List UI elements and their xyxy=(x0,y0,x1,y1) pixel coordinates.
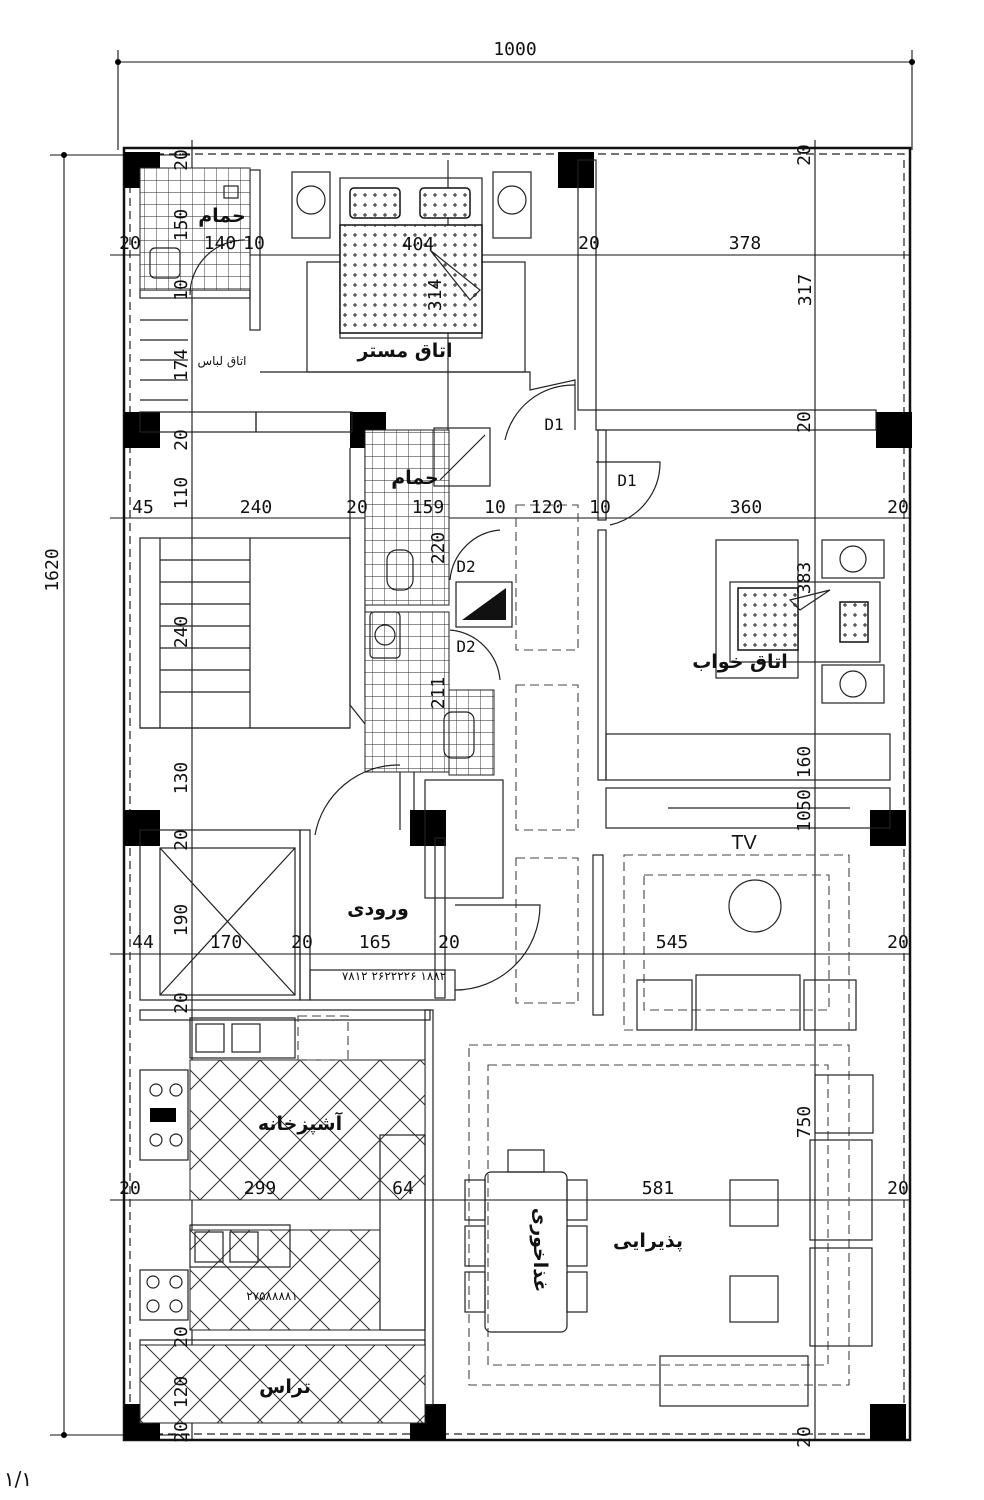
doors xyxy=(189,239,661,991)
door-label-d1-b: D1 xyxy=(617,471,636,490)
overall-width-label: 1000 xyxy=(493,39,536,60)
dim-20-b: 20 xyxy=(578,233,600,254)
dim-120-v: 120 xyxy=(171,1376,192,1409)
dim-10-b: 10 xyxy=(484,497,506,518)
living-furniture xyxy=(464,854,874,1407)
dim-20-j: 20 xyxy=(119,1178,141,1199)
room-labels: حمام اتاق لباس اتاق مستر حمام اتاق خواب … xyxy=(197,205,787,1398)
master-furniture xyxy=(291,171,532,373)
room-label-kitchen: آشپزخانه xyxy=(258,1111,343,1135)
kitchen-fixtures xyxy=(139,1015,426,1331)
dim-240: 240 xyxy=(240,497,273,518)
dim-240-v: 240 xyxy=(171,616,192,649)
room-label-entrance: ورودی xyxy=(347,898,409,920)
bath-fixtures xyxy=(149,185,513,759)
dim-581: 581 xyxy=(642,1178,675,1199)
dim-159: 159 xyxy=(412,497,445,518)
dim-20-h: 20 xyxy=(887,932,909,953)
room-label-dining: غذاخوری xyxy=(529,1208,551,1292)
door-label-d2-b: D2 xyxy=(456,637,475,656)
dim-314: 314 xyxy=(425,279,446,312)
dim-404: 404 xyxy=(402,234,435,255)
dim-383: 383 xyxy=(794,562,815,595)
dim-50: 50 xyxy=(794,789,815,811)
overall-height-label: 1620 xyxy=(42,548,63,591)
dim-140: 140 xyxy=(204,233,237,254)
misc-labels: TV D1 D1 D2 D2 ۷۸۱۲ ۲۶۲۲۲۲۶ ۱۸۸۲ ۲۷۵۸۸۸۸… xyxy=(4,415,758,1491)
bedroom-furniture xyxy=(715,539,885,704)
dim-160: 160 xyxy=(794,746,815,779)
staircase xyxy=(140,319,251,728)
dim-110: 110 xyxy=(171,477,192,510)
dim-20-o: 20 xyxy=(794,144,815,166)
dim-20-n: 20 xyxy=(171,149,192,171)
room-label-living: پذیرایی xyxy=(613,1230,683,1252)
dim-10-d: 10 xyxy=(794,810,815,832)
dim-360: 360 xyxy=(730,497,763,518)
dim-130: 130 xyxy=(171,762,192,795)
dim-20-k: 20 xyxy=(887,1178,909,1199)
dim-317: 317 xyxy=(795,274,816,307)
dim-20-d: 20 xyxy=(887,497,909,518)
dim-220: 220 xyxy=(428,532,449,565)
room-label-closet: اتاق لباس xyxy=(197,354,246,369)
dim-211: 211 xyxy=(428,677,449,710)
door-label-d2-a: D2 xyxy=(456,557,475,576)
dim-20-r: 20 xyxy=(794,1426,815,1448)
dim-20-m: 20 xyxy=(171,1421,192,1443)
kitchen-note: ۲۷۵۸۸۸۸۱ xyxy=(246,1289,298,1303)
dim-20-i: 20 xyxy=(171,992,192,1014)
dim-170: 170 xyxy=(210,932,243,953)
tv-label: TV xyxy=(731,832,757,854)
dim-150: 150 xyxy=(171,209,192,242)
dim-190: 190 xyxy=(171,904,192,937)
room-label-master: اتاق مستر xyxy=(356,340,452,362)
dim-20-q: 20 xyxy=(794,411,815,433)
corridor-guides xyxy=(515,504,604,1016)
room-label-bath-top: حمام xyxy=(198,205,246,227)
dim-750: 750 xyxy=(794,1106,815,1139)
dim-20-e: 20 xyxy=(171,829,192,851)
dim-20-f: 20 xyxy=(291,932,313,953)
dim-20-a: 20 xyxy=(119,233,141,254)
room-label-bedroom: اتاق خواب xyxy=(692,651,788,673)
dim-174: 174 xyxy=(171,349,192,382)
dimension-numbers: 404 314 378 317 140 10 150 20 174 20 110… xyxy=(119,144,909,1448)
dim-378: 378 xyxy=(729,233,762,254)
dim-20-g: 20 xyxy=(438,932,460,953)
dim-20-c: 20 xyxy=(346,497,368,518)
overall-dimensions: 1000 1620 xyxy=(42,39,915,1440)
dim-45: 45 xyxy=(132,497,154,518)
dim-545: 545 xyxy=(656,932,689,953)
dim-10-c: 10 xyxy=(589,497,611,518)
dim-64: 64 xyxy=(392,1178,414,1199)
dim-20-l: 20 xyxy=(171,1326,192,1348)
room-label-terrace: تراس xyxy=(259,1376,311,1398)
room-label-bath-mid: حمام xyxy=(391,467,439,489)
dim-10-e: 10 xyxy=(171,279,192,301)
dim-120: 120 xyxy=(531,497,564,518)
door-label-d1-a: D1 xyxy=(544,415,563,434)
dim-10-a: 10 xyxy=(243,233,265,254)
outer-walls xyxy=(122,146,912,1442)
dim-44: 44 xyxy=(132,932,154,953)
tiled-floors xyxy=(139,167,504,1424)
page-mark: ۱/۱ xyxy=(4,1467,32,1491)
stair-note: ۷۸۱۲ ۲۶۲۲۲۲۶ ۱۸۸۲ xyxy=(342,969,446,983)
dim-299: 299 xyxy=(244,1178,277,1199)
dim-165: 165 xyxy=(359,932,392,953)
dim-20-p: 20 xyxy=(171,429,192,451)
